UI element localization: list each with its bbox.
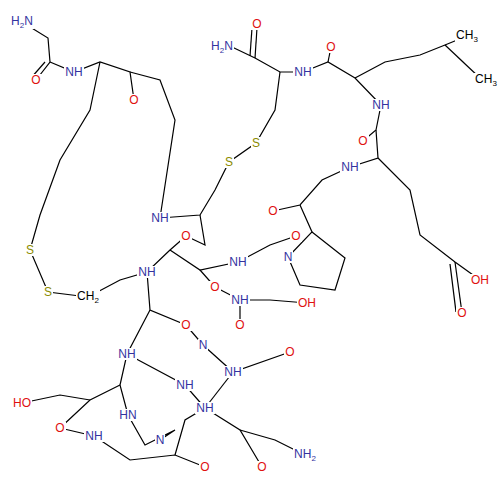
atom-label: S xyxy=(251,137,261,149)
atom-label: S xyxy=(43,286,53,298)
atom-label: O xyxy=(290,230,301,242)
atom-label: NH xyxy=(228,256,247,268)
chemical-bond xyxy=(30,62,100,297)
atom-label: O xyxy=(54,422,65,434)
chemical-bond xyxy=(450,264,456,312)
atom-label: N xyxy=(155,434,166,446)
atom-label: O xyxy=(180,230,191,242)
chemical-bond xyxy=(200,270,307,303)
atom-label: CH3 xyxy=(474,73,498,87)
atom-label: NH xyxy=(371,99,390,111)
atom-label: NH xyxy=(223,366,242,378)
atom-label: O xyxy=(199,461,210,473)
atom-label: O xyxy=(325,41,336,53)
chemical-bond xyxy=(130,72,175,218)
atom-label: O xyxy=(251,18,262,30)
chemical-bond xyxy=(50,62,134,100)
atom-label: NH xyxy=(340,161,359,173)
chemical-bond xyxy=(94,436,205,467)
chemical-bond xyxy=(232,47,381,141)
chemical-bond xyxy=(378,158,480,280)
chemical-bond xyxy=(255,28,257,58)
atom-label: S xyxy=(224,156,234,168)
chemical-bond xyxy=(22,395,90,403)
atom-label: O xyxy=(128,94,139,106)
atom-label: O xyxy=(30,74,41,86)
chemical-bond xyxy=(175,408,205,455)
atom-label: O xyxy=(456,307,467,319)
atom-label: S xyxy=(25,244,35,256)
chemical-bond xyxy=(273,130,378,211)
atom-label: OH xyxy=(297,297,317,309)
atom-label: O xyxy=(267,205,278,217)
atom-label: NH xyxy=(150,212,169,224)
chemical-bond xyxy=(127,354,205,408)
chemical-bond xyxy=(288,205,312,257)
atom-label: CH2 xyxy=(76,290,100,304)
atom-label: NH xyxy=(175,379,194,391)
atom-label: NH xyxy=(84,430,103,442)
atom-label: NH2 xyxy=(293,448,317,462)
atom-label: NH xyxy=(230,294,249,306)
atom-label: O xyxy=(234,319,245,331)
atom-label: O xyxy=(357,135,368,147)
atom-label: OH xyxy=(470,274,490,286)
chemical-bond xyxy=(455,262,462,313)
atom-label: HN xyxy=(118,409,137,421)
atom-label: HO xyxy=(12,397,32,409)
chemical-bond xyxy=(60,385,120,436)
atom-label: N xyxy=(198,339,209,351)
chemical-bond xyxy=(120,310,175,445)
atom-label: O xyxy=(284,346,295,358)
chemical-bond xyxy=(147,272,290,372)
atom-label: NH xyxy=(137,266,156,278)
atom-label: CH3 xyxy=(455,29,479,43)
chemical-bond xyxy=(22,22,50,80)
chemical-bond xyxy=(250,28,252,56)
atom-label: H2N xyxy=(10,15,34,29)
chemical-bond xyxy=(355,36,467,78)
chemical-bond xyxy=(205,408,262,467)
atom-label: NH xyxy=(117,348,136,360)
atom-label: N xyxy=(283,251,294,263)
atom-label: O xyxy=(180,319,191,331)
atom-label: NH xyxy=(64,66,83,78)
atom-label: NH xyxy=(195,402,214,414)
atom-label: O xyxy=(209,281,220,293)
atom-label: H2N xyxy=(210,40,234,54)
atom-label: O xyxy=(256,461,267,473)
atom-label: NH xyxy=(293,66,312,78)
chemical-bond xyxy=(160,72,280,218)
chemical-bond xyxy=(88,236,186,297)
